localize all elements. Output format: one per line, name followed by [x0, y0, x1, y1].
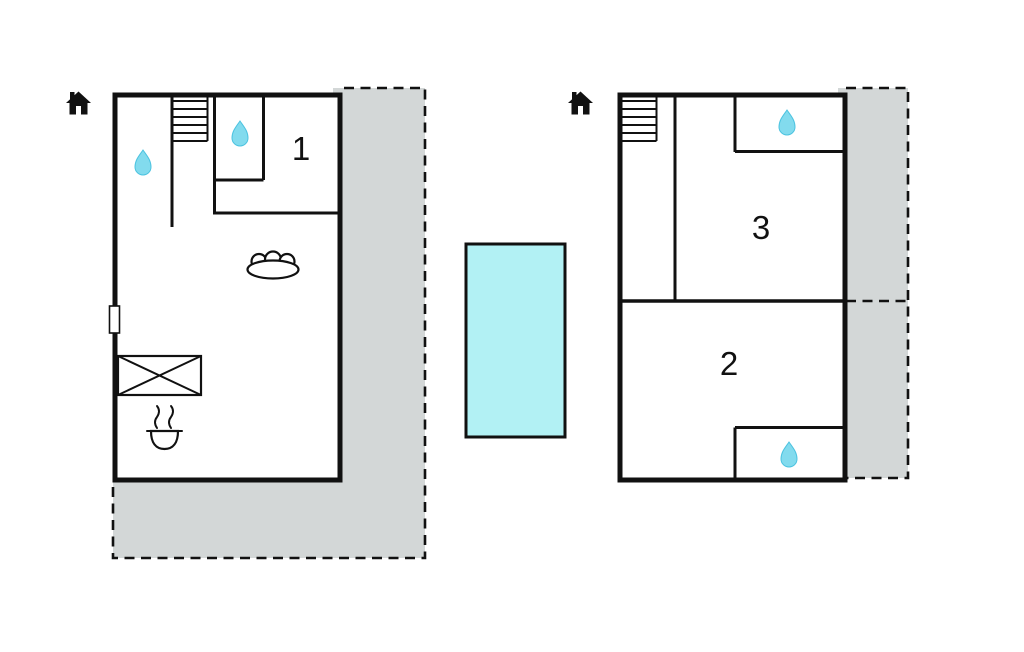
- pool: [464, 242, 567, 439]
- stairs-rungs: [621, 100, 657, 142]
- left-building-exterior-wall: [112, 92, 343, 483]
- house-chimney: [70, 92, 75, 101]
- room-1-label: 1: [292, 130, 310, 167]
- right-terrace: [838, 86, 910, 480]
- house-door: [578, 106, 583, 115]
- left-terrace: [111, 86, 427, 560]
- right-terrace-dashed-boundary: [846, 86, 910, 480]
- stairs-icon: [173, 95, 209, 142]
- sofa-icon: [246, 250, 300, 280]
- right-building: 3 2: [617, 92, 848, 483]
- stairs-rungs: [173, 100, 208, 142]
- water-drop-icon: [231, 120, 249, 147]
- house-roof: [568, 91, 593, 103]
- water-drop-icon: [778, 109, 796, 136]
- steam-line-1: [154, 405, 160, 429]
- water-drop-icon: [780, 441, 798, 468]
- house-roof: [66, 91, 91, 103]
- water-drop-icon: [134, 149, 152, 176]
- steam-line-2: [168, 405, 174, 429]
- right-terrace-area: [838, 88, 908, 478]
- left-building: 1: [108, 92, 343, 483]
- stairs-icon: [621, 95, 658, 142]
- door-icon: [108, 305, 121, 334]
- table-cross: [117, 355, 202, 396]
- house-icon: [568, 91, 593, 115]
- stove-icon: [146, 405, 183, 451]
- pot-body: [149, 429, 180, 451]
- house-door: [76, 106, 81, 115]
- table-x-icon: [116, 354, 203, 397]
- left-terrace-area: [113, 88, 425, 558]
- house-chimney: [572, 92, 577, 101]
- left-terrace-dashed-boundary: [111, 86, 427, 560]
- room-3-label: 3: [752, 209, 770, 246]
- sofa-body: [246, 259, 300, 280]
- room-2-label: 2: [720, 345, 738, 382]
- house-icon: [66, 91, 91, 115]
- right-building-exterior-wall: [617, 92, 848, 483]
